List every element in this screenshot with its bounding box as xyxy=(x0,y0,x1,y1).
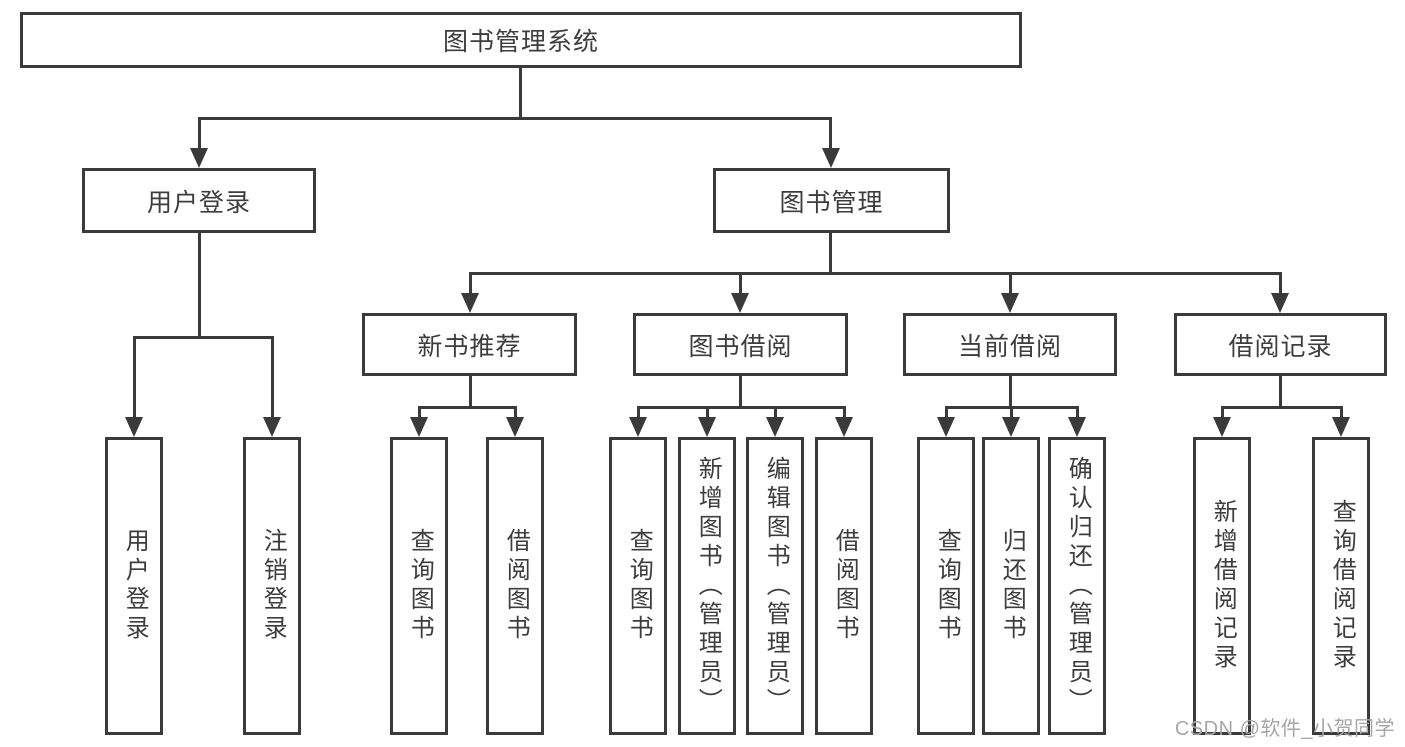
leaf-borrow-books-borrowing: 借阅图书 xyxy=(815,437,873,735)
connector-line xyxy=(133,336,274,339)
connector-line xyxy=(1279,272,1282,297)
connector-line xyxy=(469,376,472,406)
arrow-down-icon xyxy=(1332,417,1350,437)
arrow-down-icon xyxy=(1002,417,1020,437)
leaf-label: 归还图书 xyxy=(998,528,1026,644)
leaf-label: 注销登录 xyxy=(259,528,287,644)
node-library-management-system: 图书管理系统 xyxy=(20,12,1022,68)
leaf-logout: 注销登录 xyxy=(243,437,301,735)
arrow-down-icon xyxy=(263,417,281,437)
arrow-down-icon xyxy=(731,293,749,313)
leaf-label: 查询图书 xyxy=(625,528,653,644)
leaf-query-books-recommend: 查询图书 xyxy=(390,437,448,735)
connector-line xyxy=(133,336,136,421)
arrow-down-icon xyxy=(629,417,647,437)
connector-line xyxy=(843,406,846,421)
node-new-book-recommendation: 新书推荐 xyxy=(362,313,577,376)
connector-line xyxy=(1221,406,1343,409)
connector-line xyxy=(1221,406,1224,421)
leaf-query-books-borrowing: 查询图书 xyxy=(609,437,667,735)
watermark: CSDN @软件_小贺同学 xyxy=(1174,718,1395,740)
arrow-down-icon xyxy=(698,417,716,437)
leaf-label: 借阅图书 xyxy=(831,528,859,644)
node-label: 借阅记录 xyxy=(1228,332,1333,361)
connector-line xyxy=(739,376,742,406)
connector-line xyxy=(418,406,421,421)
connector-line xyxy=(469,272,472,297)
leaf-borrow-books-recommend: 借阅图书 xyxy=(486,437,544,735)
leaf-add-book-admin: 新增图书（管理员） xyxy=(678,437,736,735)
leaf-label: 查询借阅记录 xyxy=(1328,499,1356,673)
connector-line xyxy=(1076,406,1079,421)
node-label: 用户登录 xyxy=(146,188,251,217)
arrow-down-icon xyxy=(822,148,840,168)
node-user-login: 用户登录 xyxy=(82,168,316,233)
connector-line xyxy=(519,68,522,117)
leaf-label: 借阅图书 xyxy=(502,528,530,644)
arrow-down-icon xyxy=(190,148,208,168)
arrow-down-icon xyxy=(835,417,853,437)
connector-line xyxy=(829,117,832,152)
node-label: 图书管理系统 xyxy=(442,28,599,56)
node-current-borrowing: 当前借阅 xyxy=(903,313,1117,376)
arrow-down-icon xyxy=(461,293,479,313)
leaf-label: 用户登录 xyxy=(121,528,149,644)
connector-line xyxy=(739,272,742,297)
connector-line xyxy=(198,117,831,120)
node-label: 图书管理 xyxy=(779,188,884,217)
connector-line xyxy=(1340,406,1343,421)
node-book-management: 图书管理 xyxy=(713,168,950,233)
leaf-confirm-return-admin: 确认归还（管理员） xyxy=(1048,437,1106,735)
connector-line xyxy=(774,406,777,421)
connector-line xyxy=(418,406,517,409)
arrow-down-icon xyxy=(1001,293,1019,313)
arrow-down-icon xyxy=(1068,417,1086,437)
connector-line xyxy=(706,406,709,421)
node-label: 当前借阅 xyxy=(957,332,1062,361)
leaf-label: 编辑图书（管理员） xyxy=(762,455,790,717)
connector-line xyxy=(637,406,846,409)
connector-line xyxy=(469,272,1282,275)
leaf-label: 查询图书 xyxy=(933,528,961,644)
connector-line xyxy=(829,233,832,272)
leaf-query-books-current: 查询图书 xyxy=(917,437,975,735)
arrow-down-icon xyxy=(506,417,524,437)
leaf-label: 新增借阅记录 xyxy=(1209,499,1237,673)
connector-line xyxy=(1279,376,1282,406)
arrow-down-icon xyxy=(1213,417,1231,437)
node-label: 图书借阅 xyxy=(688,332,793,361)
connector-line xyxy=(945,406,948,421)
connector-line xyxy=(1009,376,1012,406)
leaf-edit-book-admin: 编辑图书（管理员） xyxy=(746,437,804,735)
node-book-borrowing: 图书借阅 xyxy=(633,313,848,376)
leaf-query-borrow-record: 查询借阅记录 xyxy=(1312,437,1370,735)
arrow-down-icon xyxy=(410,417,428,437)
leaf-label: 确认归还（管理员） xyxy=(1064,455,1092,717)
leaf-user-login: 用户登录 xyxy=(105,437,163,735)
connector-line xyxy=(271,336,274,421)
connector-line xyxy=(1009,272,1012,297)
leaf-label: 查询图书 xyxy=(406,528,434,644)
arrow-down-icon xyxy=(1271,293,1289,313)
leaf-return-books: 归还图书 xyxy=(982,437,1040,735)
connector-line xyxy=(514,406,517,421)
arrow-down-icon xyxy=(766,417,784,437)
connector-line xyxy=(1010,406,1013,421)
connector-line xyxy=(637,406,640,421)
leaf-add-borrow-record: 新增借阅记录 xyxy=(1193,437,1251,735)
connector-line xyxy=(198,117,201,152)
arrow-down-icon xyxy=(125,417,143,437)
leaf-label: 新增图书（管理员） xyxy=(694,455,722,717)
node-borrowing-records: 借阅记录 xyxy=(1174,313,1387,376)
connector-line xyxy=(198,233,201,336)
arrow-down-icon xyxy=(937,417,955,437)
node-label: 新书推荐 xyxy=(417,332,522,361)
